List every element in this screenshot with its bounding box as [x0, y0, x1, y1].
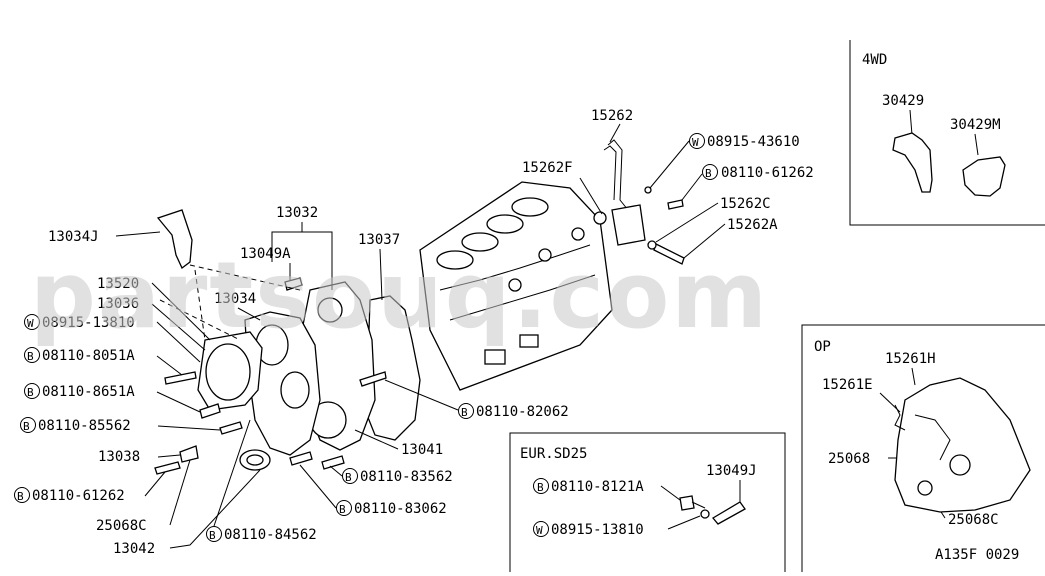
label-13038[interactable]: 13038	[98, 449, 140, 465]
label-30429[interactable]: 30429	[882, 93, 924, 109]
label-08915-43610[interactable]: 08915-43610	[707, 134, 800, 150]
label-08110-61262-top[interactable]: 08110-61262	[721, 165, 814, 181]
label-08110-82062[interactable]: 08110-82062	[476, 404, 569, 420]
cover-25068-op	[894, 377, 1031, 513]
svg-text:B: B	[461, 406, 468, 419]
watermark: partsouq.com	[30, 242, 769, 349]
label-08110-8051a[interactable]: 08110-8051A	[42, 348, 135, 364]
inset-4wd: 4WD 30429 30429M	[849, 40, 1045, 226]
label-08110-8121a[interactable]: 08110-8121A	[551, 479, 644, 495]
svg-text:B: B	[17, 490, 24, 503]
label-08915-13810[interactable]: 08915-13810	[42, 315, 135, 331]
label-08915-13810-eur[interactable]: 08915-13810	[551, 522, 644, 538]
label-13036[interactable]: 13036	[97, 296, 139, 312]
label-13042[interactable]: 13042	[113, 541, 155, 557]
label-15262a[interactable]: 15262A	[727, 217, 778, 233]
label-25068-op[interactable]: 25068	[828, 451, 870, 467]
svg-text:B: B	[23, 420, 30, 433]
label-25068c-op[interactable]: 25068C	[948, 512, 999, 528]
svg-text:B: B	[27, 386, 34, 399]
label-13037[interactable]: 13037	[358, 232, 400, 248]
inset-op: OP 15261H 15261E 25068 25068C	[801, 324, 1045, 572]
oil-strainer	[593, 139, 685, 265]
bracket-13034j	[156, 209, 193, 270]
label-08110-8651a[interactable]: 08110-8651A	[42, 384, 135, 400]
svg-text:B: B	[27, 350, 34, 363]
svg-text:B: B	[537, 481, 544, 494]
label-30429m[interactable]: 30429M	[950, 117, 1001, 133]
label-08110-85562[interactable]: 08110-85562	[38, 418, 131, 434]
callouts: 15262 W 08915-43610 15262F B 08110-61262…	[14, 108, 1019, 563]
label-13041[interactable]: 13041	[401, 442, 443, 458]
inset-eur-title: EUR.SD25	[520, 446, 587, 462]
label-25068c[interactable]: 25068C	[96, 518, 147, 534]
label-08110-83562[interactable]: 08110-83562	[360, 469, 453, 485]
label-13049a[interactable]: 13049A	[240, 246, 291, 262]
label-08110-84562[interactable]: 08110-84562	[224, 527, 317, 543]
inset-eur: EUR.SD25 B 08110-8121A 13049J W 08915-13…	[509, 432, 786, 572]
label-15262c[interactable]: 15262C	[720, 196, 771, 212]
label-15261h[interactable]: 15261H	[885, 351, 936, 367]
label-13049j[interactable]: 13049J	[706, 463, 757, 479]
inset-op-title: OP	[814, 339, 831, 355]
inset-4wd-title: 4WD	[862, 52, 887, 68]
label-08110-61262[interactable]: 08110-61262	[32, 488, 125, 504]
bracket-30429m	[962, 156, 1006, 197]
label-13034j[interactable]: 13034J	[48, 229, 99, 245]
svg-text:W: W	[27, 317, 34, 330]
label-15261e[interactable]: 15261E	[822, 377, 873, 393]
label-08110-83062[interactable]: 08110-83062	[354, 501, 447, 517]
label-15262[interactable]: 15262	[591, 108, 633, 124]
front-cover-group	[154, 209, 421, 475]
svg-text:W: W	[692, 136, 699, 149]
svg-text:B: B	[209, 529, 216, 542]
engine-block	[419, 181, 613, 391]
label-13034[interactable]: 13034	[214, 291, 256, 307]
svg-text:B: B	[345, 471, 352, 484]
svg-text:W: W	[536, 524, 543, 537]
label-15262f[interactable]: 15262F	[522, 160, 573, 176]
svg-text:B: B	[339, 503, 346, 516]
diagram-code: A135F 0029	[935, 547, 1019, 563]
label-13520[interactable]: 13520	[97, 276, 139, 292]
label-13032[interactable]: 13032	[276, 205, 318, 221]
svg-text:B: B	[705, 167, 712, 180]
bracket-30429	[892, 132, 933, 193]
